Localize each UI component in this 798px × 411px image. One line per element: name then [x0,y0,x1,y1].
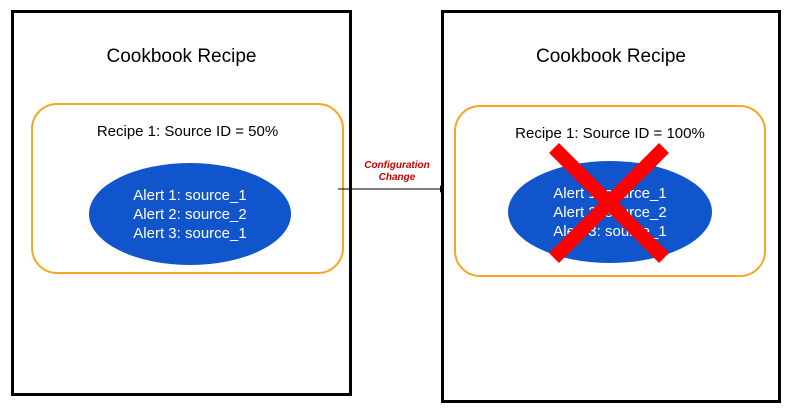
cookbook-panel-after: Cookbook Recipe Recipe 1: Source ID = 10… [441,10,781,403]
alert-item: Alert 1: source_1 [133,186,247,204]
recipe-box: Recipe 1: Source ID = 50% Alert 1: sourc… [31,103,344,274]
alert-item: Alert 2: source_2 [133,205,247,223]
recipe-label: Recipe 1: Source ID = 100% [515,125,705,142]
cross-out-icon [549,143,669,263]
alert-item: Alert 3: source_1 [133,224,247,242]
recipe-box: Recipe 1: Source ID = 100% Alert 1: sour… [454,105,766,277]
recipe-label: Recipe 1: Source ID = 50% [96,123,279,140]
alerts-group: Alert 1: source_1 Alert 2: source_2 Aler… [89,163,291,265]
configuration-change-label: Configuration Change [352,160,442,184]
change-label-line: Change [378,172,416,183]
panel-title: Cookbook Recipe [536,46,686,67]
arrow-right-icon [338,185,448,193]
panel-title: Cookbook Recipe [106,46,257,67]
cookbook-panel-before: Cookbook Recipe Recipe 1: Source ID = 50… [11,10,352,396]
change-label-line: Configuration [364,160,430,171]
